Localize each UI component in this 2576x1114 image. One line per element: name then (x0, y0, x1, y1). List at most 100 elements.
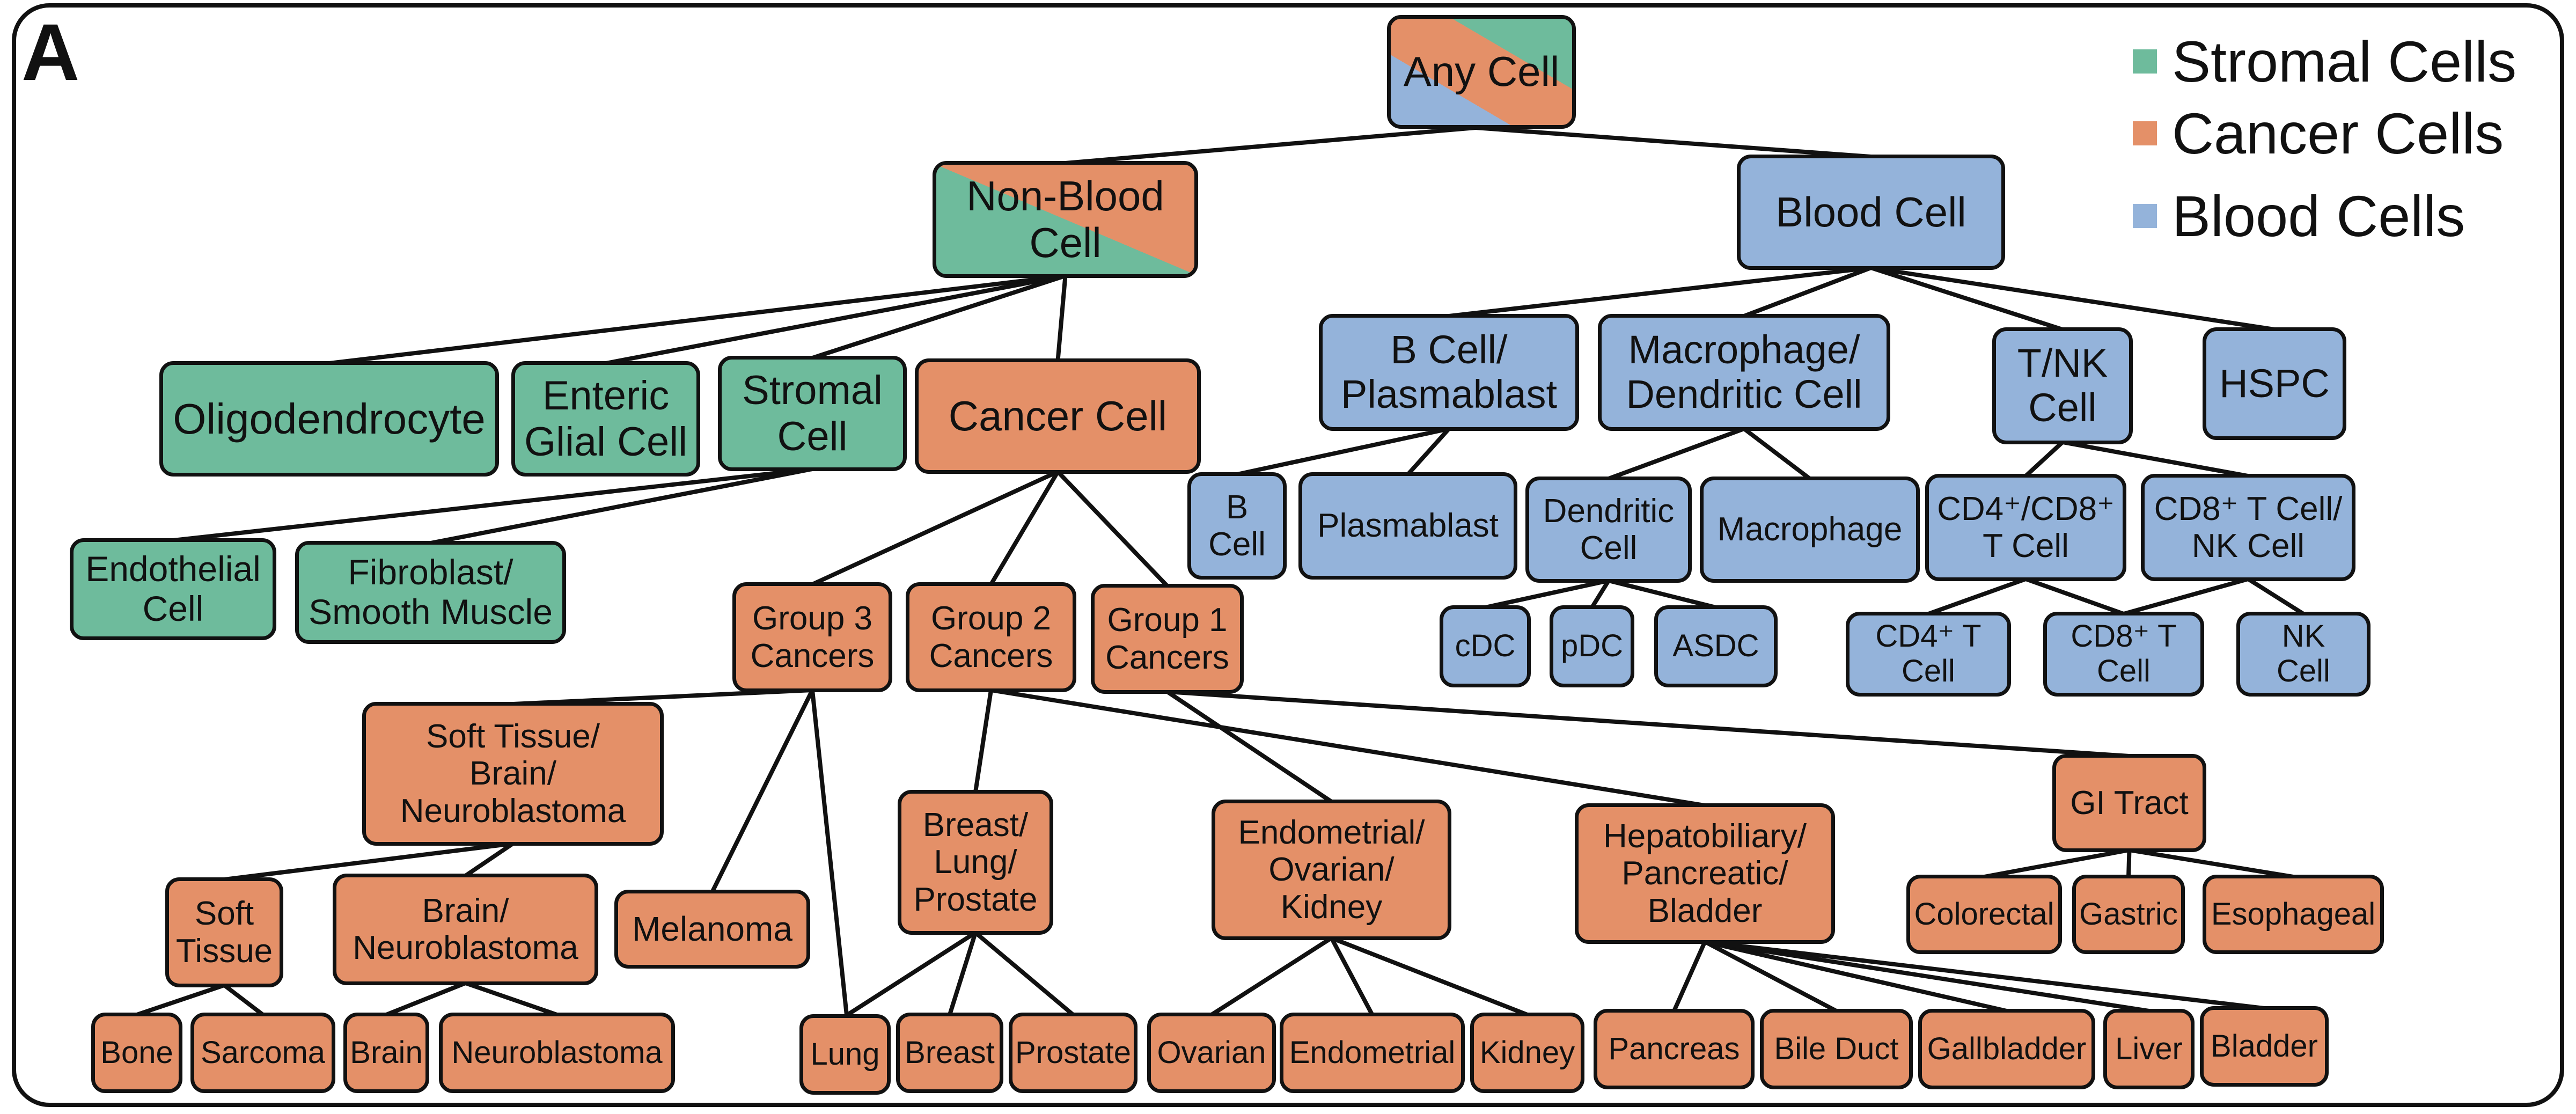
node-bone: Bone (91, 1013, 182, 1093)
node-label: Bone (100, 1035, 173, 1070)
edge-any-cell-to-blood-cell (1475, 126, 1872, 159)
node-label: Breast/ Lung/ Prostate (913, 806, 1038, 918)
node-label: Pancreas (1608, 1031, 1740, 1066)
edge-group-1-cancers-to-endometrial-ovarian-kidney (1166, 690, 1333, 804)
node-label: Stromal Cell (742, 368, 883, 459)
node-label: Soft Tissue/ Brain/ Neuroblastoma (400, 717, 626, 830)
node-group-3-cancers: Group 3 Cancers (732, 582, 892, 692)
node-dendritic-cell: Dendritic Cell (1525, 477, 1692, 583)
edge-blood-cell-to-t-nk-cell (1870, 266, 2064, 332)
node-label: Bladder (2211, 1028, 2318, 1064)
node-hspc: HSPC (2203, 327, 2346, 440)
edge-endometrial-ovarian-kidney-to-kidney (1331, 936, 1528, 1017)
node-label: Endometrial/ Ovarian/ Kidney (1238, 813, 1425, 926)
node-label: Sarcoma (200, 1035, 326, 1070)
edge-t-nk-cell-to-cd4-cd8-t-cell (2024, 441, 2064, 478)
node-label: CD4⁺/CD8⁺ T Cell (1937, 490, 2115, 565)
panel-label: A (21, 7, 80, 97)
edge-dendritic-cell-to-pdc (1590, 579, 1611, 609)
node-soft-tissue: Soft Tissue (165, 877, 283, 987)
node-bile-duct: Bile Duct (1760, 1009, 1913, 1089)
edge-hepatobiliary-pancreatic-bladder-to-liver (1704, 940, 2149, 1013)
node-label: CD4⁺ T Cell (1875, 619, 1981, 688)
legend-swatch-cancer (2133, 121, 2157, 145)
node-gi-tract: GI Tract (2052, 754, 2206, 852)
node-label: Gastric (2079, 896, 2178, 932)
node-label: Breast (905, 1035, 995, 1070)
edge-endometrial-ovarian-kidney-to-ovarian (1210, 936, 1333, 1017)
edge-group-2-cancers-to-breast-lung-prostate (973, 690, 993, 793)
edge-blood-cell-to-hspc (1870, 266, 2275, 332)
node-group-2-cancers: Group 2 Cancers (906, 582, 1076, 692)
node-label: cDC (1455, 628, 1516, 664)
node-label: Melanoma (632, 909, 792, 948)
node-label: Liver (2115, 1031, 2183, 1066)
node-melanoma: Melanoma (614, 890, 810, 969)
edge-cd8-t-cell-nk-cell-to-cd8-t-cell (2123, 577, 2249, 616)
edge-blood-cell-to-b-cell-plasmablast (1449, 266, 1872, 318)
node-label: Plasmablast (1317, 507, 1499, 545)
node-label: Brain (350, 1035, 423, 1070)
node-label: Fibroblast/ Smooth Muscle (309, 552, 553, 632)
edge-breast-lung-prostate-to-prostate (974, 930, 1075, 1017)
edge-breast-lung-prostate-to-breast (948, 932, 978, 1016)
edge-soft-tissue-brain-neuroblastoma-to-brain-neuroblastoma (464, 841, 515, 878)
node-label: Macrophage/ Dendritic Cell (1626, 327, 1862, 416)
node-label: Non-Blood Cell (966, 172, 1164, 266)
node-label: Dendritic Cell (1543, 492, 1675, 567)
edge-group-3-cancers-to-melanoma (710, 689, 814, 893)
edge-non-blood-cell-to-stromal-cell (811, 274, 1066, 360)
node-label: Neuroblastoma (451, 1035, 663, 1070)
node-cd4-cd8-t-cell: CD4⁺/CD8⁺ T Cell (1925, 474, 2126, 581)
node-ovarian: Ovarian (1147, 1013, 1276, 1093)
figure-frame (12, 3, 2564, 1107)
node-gallbladder: Gallbladder (1918, 1009, 2095, 1089)
node-oligodendrocyte: Oligodendrocyte (159, 361, 499, 477)
edge-breast-lung-prostate-to-lung (845, 930, 977, 1017)
node-cd4-t-cell: CD4⁺ T Cell (1846, 612, 2011, 697)
node-label: Ovarian (1157, 1035, 1266, 1070)
node-kidney: Kidney (1470, 1013, 1584, 1093)
edge-brain-neuroblastoma-to-neuroblastoma (465, 981, 558, 1017)
edge-soft-tissue-to-sarcoma (223, 983, 265, 1017)
node-colorectal: Colorectal (1906, 875, 2062, 954)
node-label: Macrophage (1717, 511, 1903, 548)
node-enteric-glial-cell: Enteric Glial Cell (511, 361, 700, 477)
node-lung: Lung (799, 1014, 891, 1095)
node-label: Bile Duct (1774, 1031, 1899, 1066)
node-label: pDC (1560, 628, 1624, 664)
edge-group-2-cancers-to-hepatobiliary-pancreatic-bladder (990, 688, 1706, 808)
edge-hepatobiliary-pancreatic-bladder-to-bladder (1705, 940, 2265, 1010)
edge-cd4-cd8-t-cell-to-cd4-t-cell (1927, 577, 2027, 616)
node-label: Kidney (1479, 1035, 1575, 1070)
node-brain: Brain (343, 1013, 429, 1093)
node-label: Oligodendrocyte (173, 394, 486, 443)
node-label: B Cell (1208, 488, 1266, 563)
node-label: Any Cell (1403, 48, 1560, 96)
node-label: Gallbladder (1927, 1031, 2087, 1066)
node-breast: Breast (896, 1013, 1003, 1093)
node-breast-lung-prostate: Breast/ Lung/ Prostate (898, 790, 1053, 935)
node-stromal-cell: Stromal Cell (718, 356, 907, 471)
edge-cd8-t-cell-nk-cell-to-nk-cell (2247, 577, 2305, 616)
edge-non-blood-cell-to-oligodendrocyte (329, 274, 1066, 365)
edge-any-cell-to-non-blood-cell (1065, 126, 1476, 165)
node-endometrial: Endometrial (1280, 1013, 1465, 1093)
node-label: Lung (810, 1036, 880, 1072)
node-prostate: Prostate (1009, 1013, 1137, 1093)
edge-b-cell-plasmablast-to-b-cell (1236, 427, 1450, 477)
node-label: Endothelial Cell (85, 549, 261, 628)
edge-b-cell-plasmablast-to-plasmablast (1406, 427, 1451, 476)
edge-cancer-cell-to-group-2-cancers (989, 470, 1060, 586)
edge-gi-tract-to-gastric (2126, 849, 2132, 877)
node-label: Colorectal (1914, 896, 2054, 932)
node-b-cell: B Cell (1187, 472, 1287, 580)
node-plasmablast: Plasmablast (1298, 472, 1517, 580)
edge-macrophage-dendritic-cell-to-macrophage (1743, 427, 1811, 481)
node-group-1-cancers: Group 1 Cancers (1091, 584, 1244, 694)
node-pdc: pDC (1550, 605, 1634, 687)
edge-non-blood-cell-to-cancer-cell (1055, 275, 1068, 361)
node-label: NK Cell (2277, 619, 2330, 688)
node-label: Soft Tissue (175, 895, 273, 970)
